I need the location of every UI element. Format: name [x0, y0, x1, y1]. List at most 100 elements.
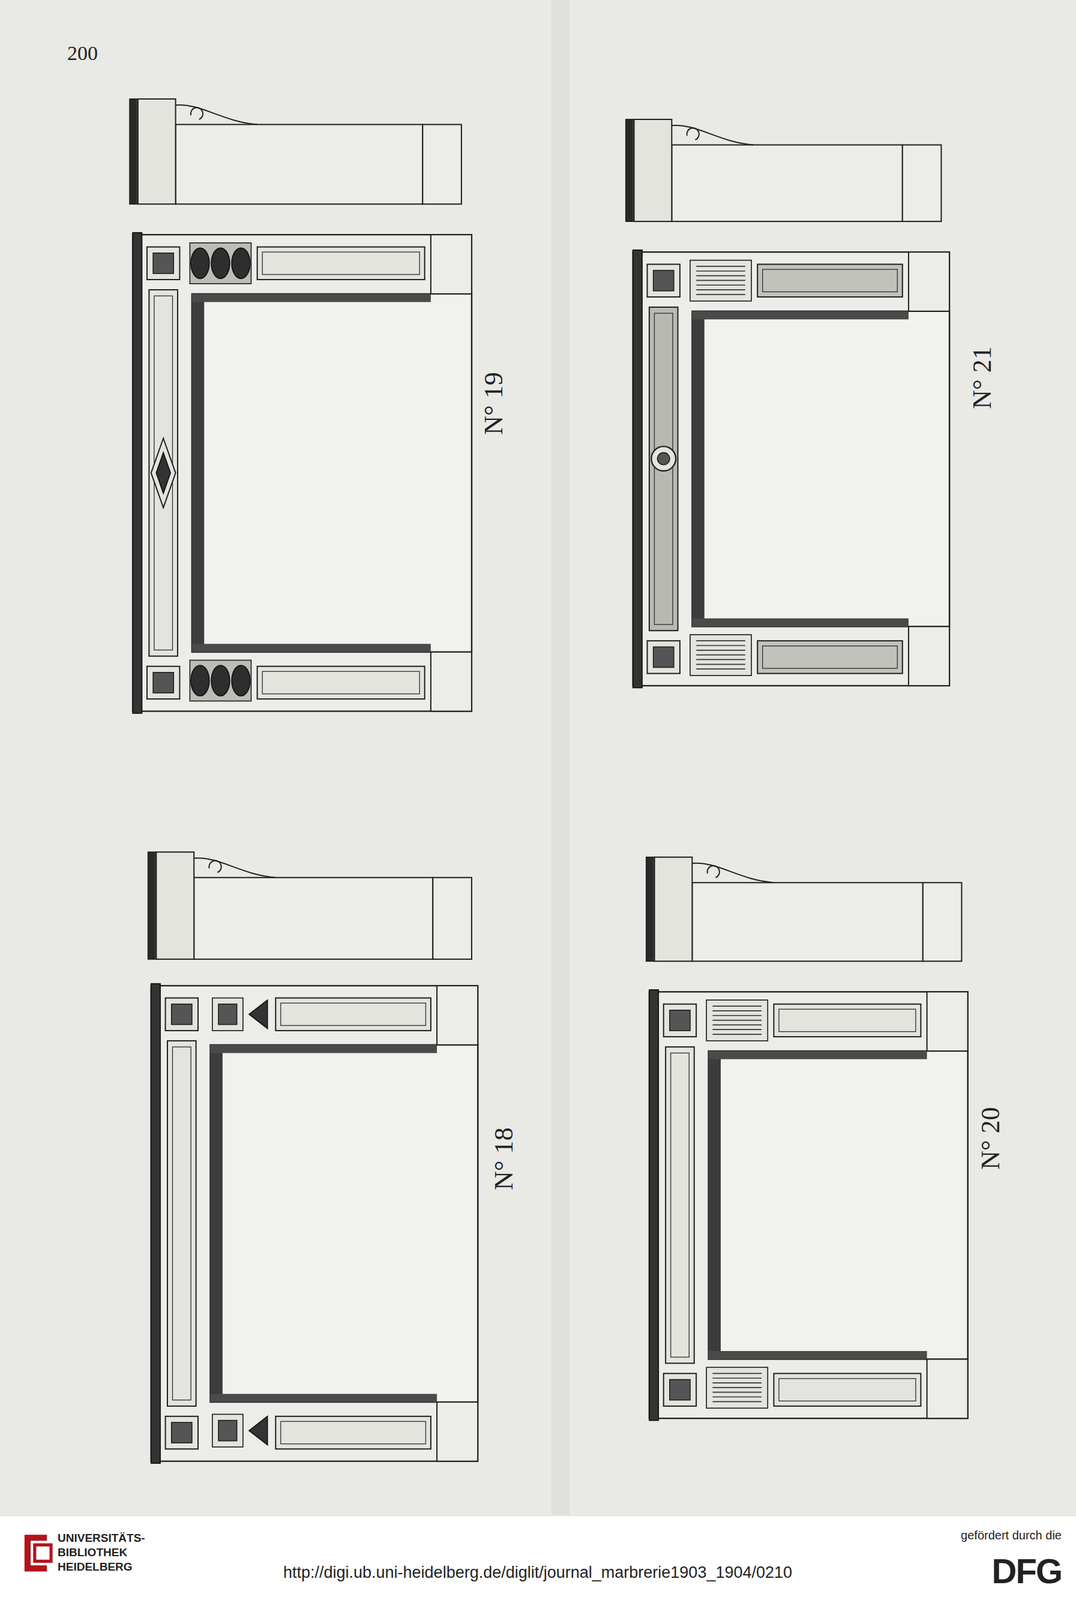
- base-block: [927, 991, 968, 1052]
- opening-shadow: [708, 1351, 928, 1360]
- footer-text: HEIDELBERG: [57, 1560, 133, 1575]
- fluting: [696, 663, 746, 665]
- carved-leaf: [190, 665, 210, 697]
- carved-leaf: [231, 665, 251, 697]
- mantel-shelf: [132, 232, 142, 714]
- fluting: [696, 294, 746, 296]
- fluted-block: [706, 1367, 768, 1409]
- frieze-panel: [148, 289, 178, 657]
- mantel-side-body: [691, 882, 923, 962]
- fluting: [696, 645, 746, 647]
- library-logo: [34, 1545, 52, 1562]
- mantel-frieze-side: [156, 852, 194, 960]
- frieze-rosette: [651, 446, 676, 472]
- carved-square: [212, 997, 244, 1031]
- frieze-diamond: [151, 438, 176, 509]
- opening-shadow: [192, 294, 205, 653]
- mantel-side-body: [671, 145, 902, 223]
- jamb-panel: [262, 252, 420, 275]
- jamb-panel: [778, 1379, 916, 1402]
- mantel-end-block: [422, 124, 462, 205]
- opening-shadow: [708, 1051, 721, 1360]
- hatching: [133, 99, 134, 205]
- corner-block: [653, 270, 674, 292]
- bracket-scroll: [691, 863, 774, 884]
- hatching: [148, 852, 150, 960]
- footer-text: DFG: [991, 1551, 1062, 1592]
- corner-block: [147, 666, 180, 700]
- hatching: [150, 852, 151, 960]
- jamb-panel: [773, 1004, 921, 1037]
- fluting: [696, 270, 746, 272]
- opening-shadow: [210, 1394, 437, 1403]
- figure-number: N° 18: [488, 1127, 520, 1191]
- jamb-panel: [257, 666, 425, 700]
- mantel-frieze-side: [633, 119, 672, 222]
- bracket-scroll: [175, 105, 258, 125]
- hatching: [646, 857, 648, 962]
- frieze-panel: [154, 295, 173, 650]
- mantel-shelf-side: [129, 99, 139, 205]
- hatching: [631, 119, 633, 222]
- mantel-shelf-side: [646, 857, 655, 962]
- jamb-panel: [275, 997, 431, 1031]
- frieze-panel: [670, 1053, 690, 1358]
- bracket-scroll: [671, 125, 754, 146]
- fluting: [696, 659, 746, 661]
- fluting: [696, 654, 746, 656]
- opening-shadow: [691, 311, 704, 628]
- fluting: [696, 649, 746, 652]
- mantel-shelf: [633, 250, 643, 689]
- frieze-panel: [665, 1047, 695, 1364]
- hatching: [153, 852, 155, 960]
- frieze-diamond: [156, 452, 171, 494]
- fireplace-opening: [691, 311, 950, 628]
- jamb-panel: [773, 1373, 921, 1407]
- jamb-panel: [257, 247, 425, 280]
- opening-shadow: [708, 1051, 928, 1060]
- opening-shadow: [210, 1045, 437, 1054]
- opening-shadow: [210, 1045, 223, 1403]
- base-block: [436, 985, 478, 1046]
- corner-block: [165, 997, 199, 1031]
- mantel-side-body: [175, 124, 424, 205]
- fluting: [712, 1029, 762, 1031]
- figure-number: N° 19: [478, 372, 509, 435]
- footer-band: [0, 1517, 1076, 1600]
- hatching: [648, 857, 650, 962]
- hatching: [151, 852, 153, 960]
- corner-block: [663, 1373, 697, 1407]
- library-logo: [24, 1535, 52, 1572]
- hatching: [131, 99, 133, 205]
- fluting: [712, 1401, 762, 1403]
- jamb-panel: [757, 640, 903, 674]
- corner-block: [669, 1010, 691, 1031]
- corner-block: [663, 1004, 697, 1037]
- footer-text: gefördert durch die: [960, 1529, 1062, 1543]
- mantel-outline: [132, 234, 472, 712]
- hatching: [629, 119, 631, 222]
- carved-leaf: [211, 665, 230, 697]
- fluting: [712, 1397, 762, 1399]
- fireplace-opening: [708, 1051, 968, 1360]
- opening-shadow: [691, 618, 909, 628]
- bracket-scroll: [190, 107, 203, 120]
- fluting: [712, 1387, 762, 1389]
- fluting: [712, 1015, 762, 1017]
- fluting: [712, 1005, 762, 1007]
- corner-block: [669, 1380, 691, 1401]
- fluting: [712, 1024, 762, 1027]
- jamb-panel: [762, 269, 898, 292]
- corner-block: [171, 1422, 193, 1444]
- mantel-side-view: [129, 99, 462, 205]
- jamb-panel: [275, 1416, 431, 1450]
- mantel-side-view: [148, 852, 472, 960]
- carved-square: [218, 1004, 238, 1025]
- mantel-shelf: [151, 984, 161, 1464]
- frieze-panel: [167, 1041, 197, 1407]
- fluting: [696, 265, 746, 268]
- corner-block: [153, 253, 174, 274]
- carved-square: [212, 1414, 244, 1447]
